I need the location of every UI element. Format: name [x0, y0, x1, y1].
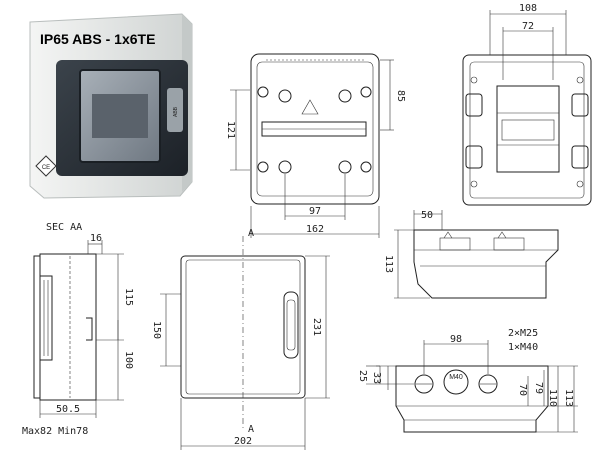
dim-70: 70: [517, 384, 528, 396]
section-label: SEC AA: [46, 222, 82, 233]
product-title: IP65 ABS - 1x6TE: [40, 31, 155, 47]
entries-line2: 1×M40: [508, 342, 538, 353]
cable-entry-m25-left-icon: [414, 374, 434, 394]
dim-98: 98: [450, 334, 462, 345]
door-handle: [283, 291, 299, 359]
front-view: A A 150 231 202: [151, 228, 330, 450]
fixing-holes: [257, 86, 372, 174]
ce-mark-icon: CE: [35, 155, 57, 177]
dim-100: 100: [123, 351, 134, 369]
mounting-note: Max82 Min78: [22, 426, 88, 437]
door-badge: ABB: [173, 106, 179, 117]
section-mark-top: A: [248, 228, 254, 239]
dim-231: 231: [311, 318, 322, 336]
cable-entry-m40-icon: M40: [443, 369, 469, 395]
dim-150: 150: [151, 321, 162, 339]
dim-113-top: 113: [383, 255, 394, 273]
door-latch: [167, 88, 183, 132]
front-open-view: 108 72: [462, 3, 592, 206]
dim-113-bottom: 113: [563, 389, 574, 407]
dim-97: 97: [309, 206, 321, 217]
dim-72: 72: [522, 21, 534, 32]
dim-85: 85: [395, 90, 406, 102]
dim-33: 33: [371, 372, 382, 384]
entries-line1: 2×M25: [508, 328, 538, 339]
section-view: SEC AA 16 115 100 50.5 Max82 Min78: [22, 222, 134, 437]
corner-clamps: [465, 76, 589, 188]
hole-label: M40: [449, 374, 463, 381]
dim-121: 121: [225, 121, 236, 139]
cable-entry-m25-right-icon: [478, 374, 498, 394]
svg-text:CE: CE: [42, 165, 50, 171]
din-rail-slot: [92, 94, 148, 138]
dim-16: 16: [90, 233, 102, 244]
product-photo: ABB CE IP65 ABS - 1x6TE: [29, 13, 193, 199]
dim-50-5: 50.5: [56, 404, 80, 415]
dim-110: 110: [547, 389, 558, 407]
bottom-view: M40 98 2×M25 1×M40 25 33 70 79 110 113: [357, 328, 578, 433]
dim-50: 50: [421, 210, 433, 221]
dim-108: 108: [519, 3, 537, 14]
dim-79: 79: [533, 382, 544, 394]
section-mark-bottom: A: [248, 424, 254, 435]
top-view: 50 113: [383, 210, 559, 299]
back-view: 85 121 97 162: [225, 53, 406, 238]
dim-115: 115: [123, 288, 134, 306]
dim-25: 25: [357, 370, 368, 382]
dim-202: 202: [234, 436, 252, 447]
dim-162: 162: [306, 224, 324, 235]
